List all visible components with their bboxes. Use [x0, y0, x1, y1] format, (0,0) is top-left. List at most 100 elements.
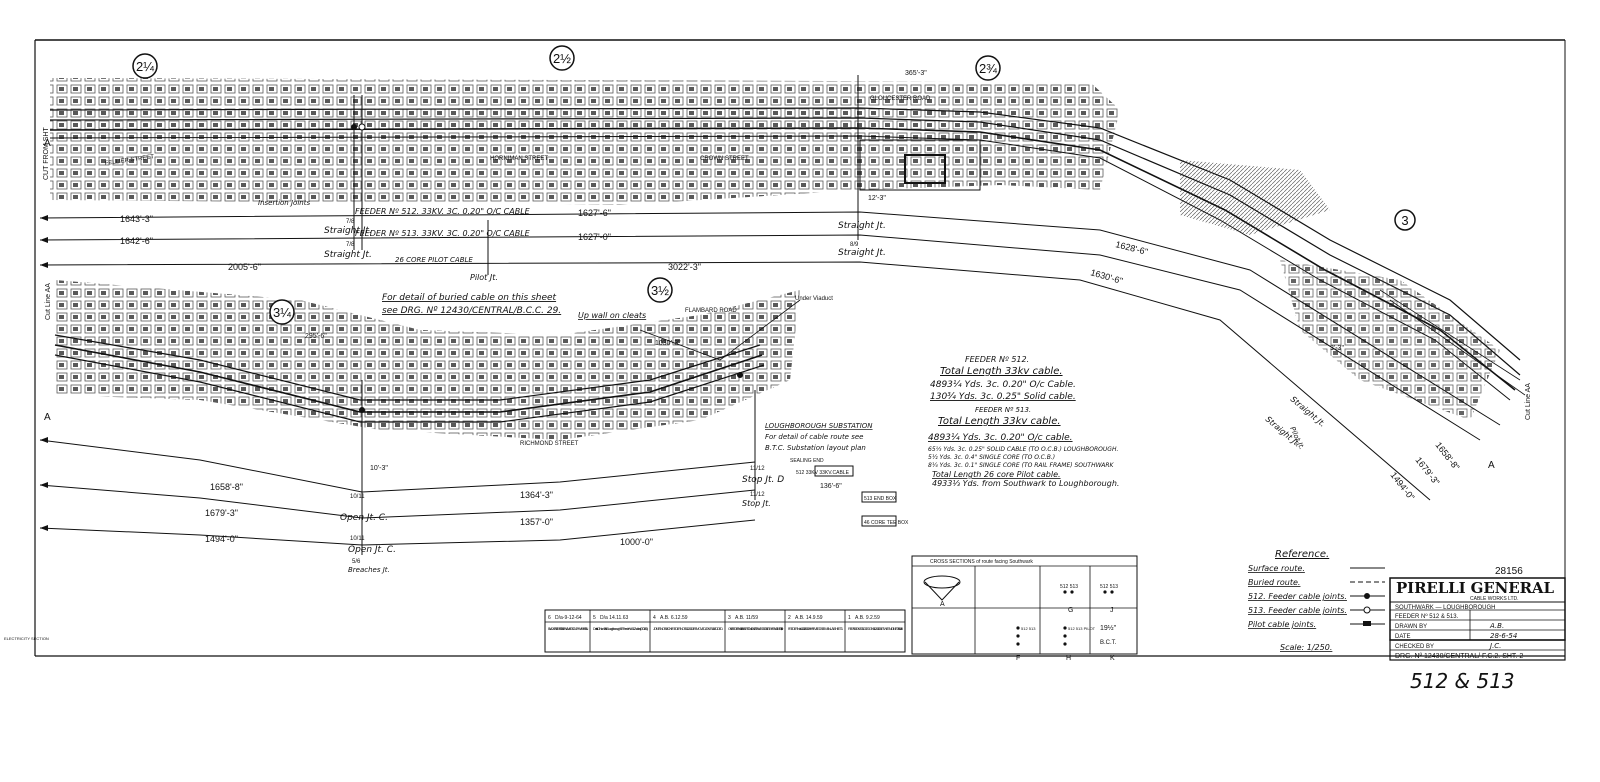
- ref-buried: Buried route.: [1248, 578, 1300, 587]
- col-a: A: [940, 601, 945, 608]
- dim-136-6: 136'-6": [820, 483, 842, 490]
- len-2005-6: 2005'-6": [228, 262, 261, 272]
- f513-line-3: 5½ Yds. 3c. 0.4" SINGLE CORE (TO O.C.B.): [928, 454, 1055, 461]
- f512-line-1: 4893¼ Yds. 3c. 0.20" O/c Cable.: [930, 380, 1076, 390]
- marker-2-1-4: 2¼: [136, 59, 154, 74]
- f513-line-1: 4893¼ Yds. 3c. 0.20" O/c cable.: [928, 433, 1073, 443]
- col-k: K: [1110, 655, 1115, 662]
- rev-6-date: D/a-9-12-64: [555, 615, 582, 621]
- sheet-border: [34, 39, 1566, 657]
- buried-detail-1: For detail of buried cable on this sheet: [382, 293, 557, 303]
- joint-7-8-a: 7/8: [346, 219, 355, 225]
- street-horniman: HORNIMAN STREET: [490, 156, 548, 162]
- insertion-joints: Insertion Joints: [258, 199, 310, 207]
- rev-6-text: BLACKFRIARS S.S.N. RENAMED SOUTHWARK S.S…: [548, 626, 588, 631]
- straight-jt-1: Straight Jt.: [324, 226, 372, 236]
- company-sub: CABLE WORKS LTD.: [1470, 596, 1519, 602]
- f513-title: FEEDER Nº 513.: [975, 406, 1031, 414]
- reference-title: Reference.: [1275, 549, 1329, 560]
- street-flambard: FLAMBARD ROAD: [685, 308, 737, 314]
- dim-bar-3: 3'-3": [1330, 345, 1344, 352]
- len-1357-0: 1357'-0": [520, 517, 553, 527]
- substation-detail-1: For detail of cable route see: [765, 433, 863, 441]
- date-label: DATE: [1395, 634, 1411, 640]
- joint-10-11-b: 10/11: [350, 536, 365, 542]
- g-label: 512 513: [1060, 584, 1078, 590]
- rev-6-id: 6: [548, 615, 551, 621]
- rev-5-id: 5: [593, 615, 596, 621]
- f513-total: Total Length 33kv cable.: [938, 416, 1061, 427]
- rev-2-text: FEEDER Nos. 512 '45' & 513 'HH'. REVISED…: [788, 626, 844, 631]
- drawn-by-value: A.B.: [1489, 622, 1504, 630]
- project-name: SOUTHWARK — LOUGHBOROUGH: [1395, 605, 1495, 611]
- joint-8-9: 8/9: [850, 242, 859, 248]
- joint-5-6: 5/6: [352, 559, 361, 565]
- under-viaduct: Under Viaduct: [795, 296, 833, 302]
- rev-4-text: JOINTS NOS 98 ON FEEDER NOS 512 & 513 RE…: [653, 626, 723, 631]
- crossing-dims: 19½": [1100, 624, 1117, 632]
- len-1642-6: 1642'-6": [120, 236, 153, 246]
- f513-line-4: 8¼ Yds. 3c. 0.1" SINGLE CORE (TO RAIL FR…: [928, 462, 1115, 469]
- rev-2-id: 2: [788, 615, 791, 621]
- len-1658-8: 1658'-8": [210, 482, 243, 492]
- marker-3-1-2: 3½: [651, 283, 669, 298]
- pilot-total: Total Length 26 core Pilot cable.: [932, 470, 1061, 479]
- open-jt-c-2: Open Jt. C.: [348, 545, 396, 555]
- rev-3-date: A.B. 11/59: [735, 615, 758, 621]
- dim-365: 365'-3": [905, 70, 927, 77]
- len-1630-6: 1630'-6": [1089, 267, 1123, 286]
- top-map-strip: [49, 78, 1526, 420]
- len-1627-0: 1627'-0": [578, 232, 611, 242]
- map-annotations: CUT FROM SHT Cut Line AA Cut Line AA A A…: [43, 70, 1532, 472]
- len-1364-3: 1364'-3": [520, 490, 553, 500]
- cut-from-sheet: CUT FROM SHT: [43, 127, 50, 180]
- dim-295: 295'-6": [305, 333, 327, 340]
- crossing-btc: B.C.T.: [1100, 640, 1117, 646]
- checked-value: J.C.: [1488, 642, 1501, 650]
- revision-table: 6 D/a-9-12-64 BLACKFRIARS S.S.N. RENAMED…: [544, 609, 906, 653]
- dim-12-3: 12'-3": [868, 195, 886, 202]
- letter-a-top: A: [44, 138, 51, 149]
- col-h: H: [1066, 655, 1071, 662]
- len-1658-8-right: 1658'-8": [1433, 440, 1461, 472]
- pilot-label: 26 CORE PILOT CABLE: [395, 256, 473, 264]
- ref-513-joints: 513. Feeder cable joints.: [1248, 606, 1347, 615]
- rev-4-id: 4: [653, 615, 656, 621]
- len-1679-3: 1679'-3": [205, 508, 238, 518]
- straight-jt-4: Straight Jt.: [838, 248, 886, 258]
- f512-title: FEEDER Nº 512.: [965, 355, 1029, 364]
- ref-scale: Scale: 1/250.: [1280, 643, 1332, 652]
- marker-3-1-4: 3¼: [273, 305, 291, 320]
- lower-map-strip: [54, 280, 801, 440]
- rev-1-id: 1: [848, 615, 851, 621]
- f512-total: Total Length 33kv cable.: [940, 366, 1063, 377]
- margin-stamp: ELECTRICITY SECTION: [4, 636, 49, 641]
- letter-a-right: A: [1488, 460, 1495, 471]
- ref-512-joints: 512. Feeder cable joints.: [1248, 592, 1347, 601]
- street-gloucester: GLOUCESTER ROAD: [870, 96, 931, 102]
- ref-pilot-joints: Pilot cable joints.: [1248, 620, 1316, 629]
- rev-2-date: A.B. 14.9.59: [795, 615, 823, 621]
- joint-labels-lower: 10/11 Open Jt. C. 10/11 Open Jt. C. 5/6 …: [340, 458, 909, 574]
- joint-11-12-a: 11/12: [750, 466, 765, 472]
- marker-3: 3: [1401, 213, 1408, 228]
- checked-label: CHECKED BY: [1395, 644, 1434, 650]
- feeder-513-label: FEEDER Nº 513. 33KV. 3C. 0.20" O/C CABLE: [355, 229, 531, 238]
- h-labels: 512 513 PILOT: [1068, 626, 1096, 631]
- dim-1030: 1030'-3": [655, 340, 681, 347]
- len-1679-3-right: 1679'-3": [1413, 455, 1441, 487]
- len-1494-0: 1494'-0": [205, 534, 238, 544]
- f512-line-2: 130¾ Yds. 3c. 0.25" Solid cable.: [930, 392, 1076, 402]
- crossing-table: CROSS SECTIONS of route facing Southwark…: [911, 555, 1138, 662]
- street-richmond: RICHMOND STREET: [520, 441, 579, 447]
- handwritten-number: 512 & 513: [1410, 669, 1515, 693]
- pilot-length: 4933⅓ Yds. from Southwark to Loughboroug…: [932, 479, 1119, 488]
- drawn-by-label: DRAWN BY: [1395, 624, 1427, 630]
- straight-jt-2: Straight Jt.: [324, 250, 372, 260]
- cut-line-left: Cut Line AA: [45, 283, 52, 320]
- col-j: J: [1110, 607, 1114, 614]
- joint-10-11-a: 10/11: [350, 494, 365, 500]
- stop-jt-d: Stop Jt. D: [742, 475, 784, 485]
- col-f: F: [1016, 655, 1020, 662]
